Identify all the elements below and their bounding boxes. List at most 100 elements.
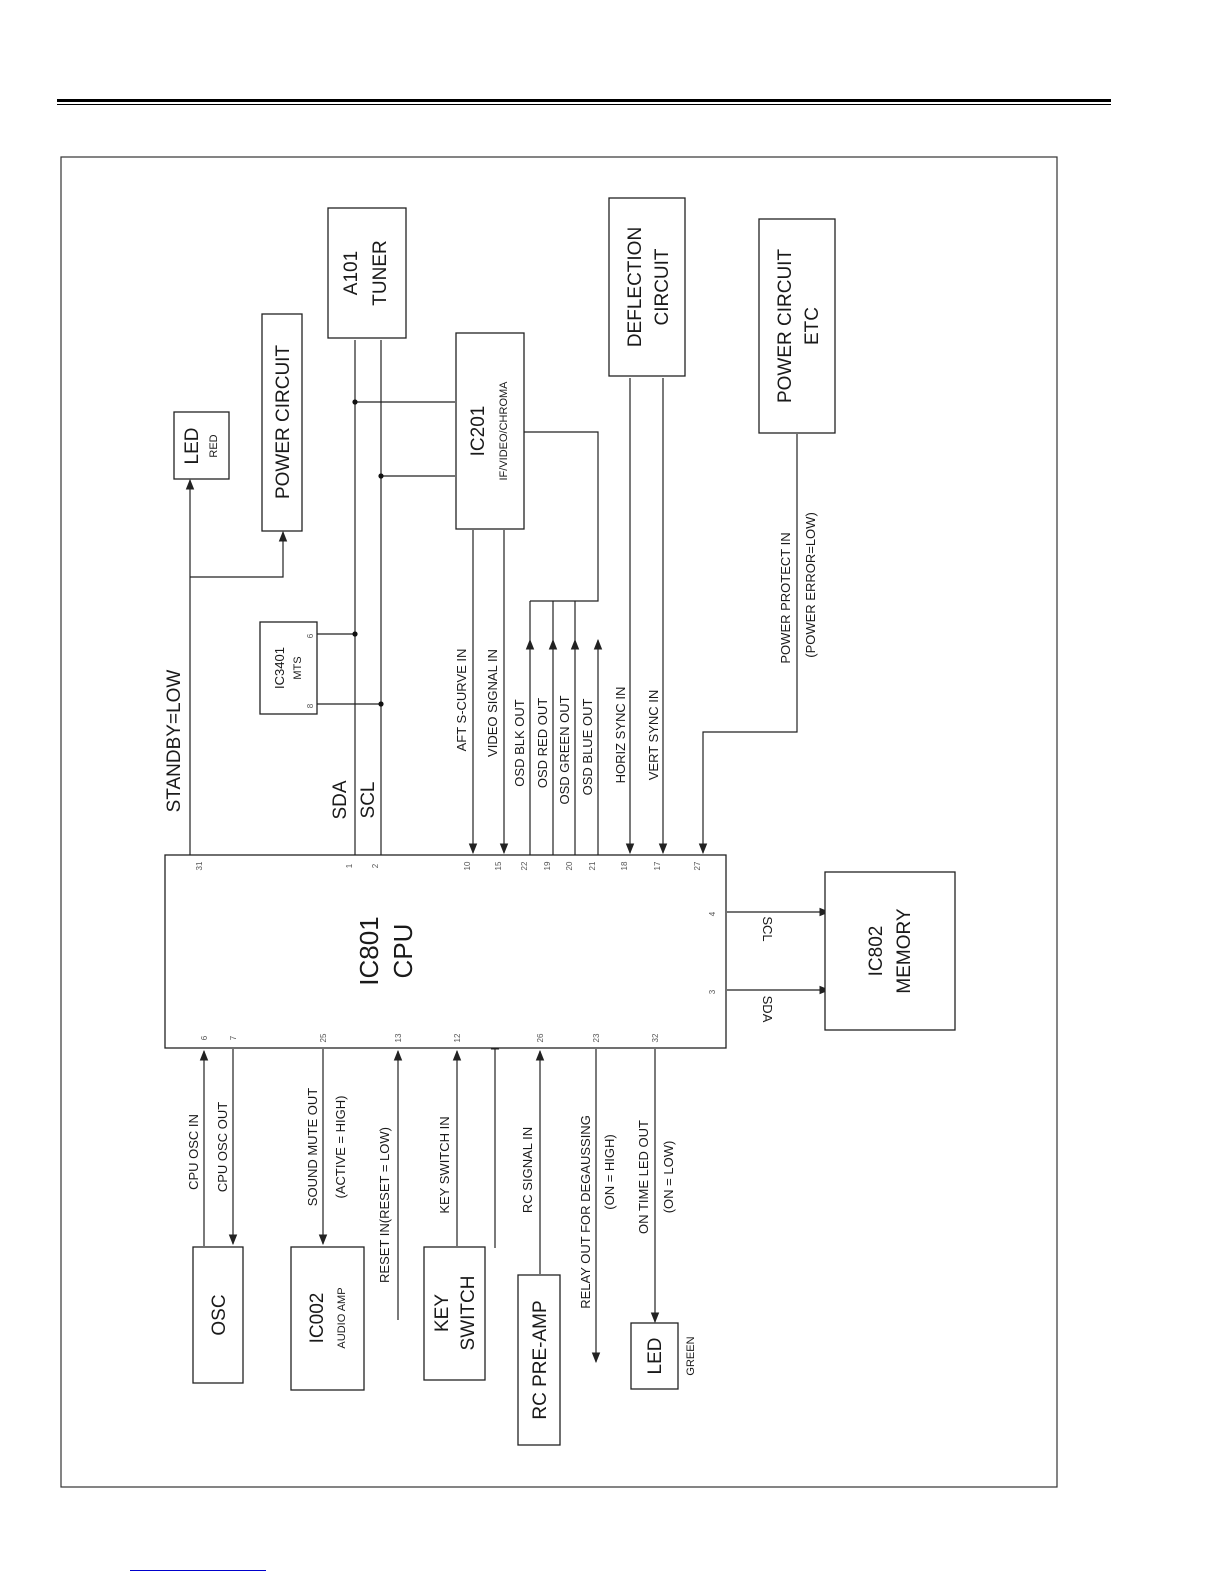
signal-osc-in: CPU OSC IN bbox=[186, 1114, 201, 1190]
diagram-frame bbox=[60, 156, 1058, 1488]
mts-pin: 6 bbox=[306, 633, 315, 638]
signal-horiz: HORIZ SYNC IN bbox=[613, 687, 628, 784]
signal-osd-green: OSD GREEN OUT bbox=[557, 695, 572, 804]
ic002-box bbox=[290, 1246, 365, 1391]
pin-number: 10 bbox=[463, 861, 472, 870]
signal-osd-red: OSD RED OUT bbox=[535, 698, 550, 788]
signal-mute-active: (ACTIVE = HIGH) bbox=[333, 1096, 348, 1199]
osd-tie-wire bbox=[529, 601, 576, 640]
memory-box bbox=[824, 871, 956, 1031]
signal-osd-blue: OSD BLUE OUT bbox=[580, 699, 595, 796]
osd-bus-wire bbox=[524, 431, 599, 602]
memory-label: IC802 bbox=[866, 926, 887, 977]
ic002-label: IC002 bbox=[307, 1293, 328, 1344]
mts-pin: 8 bbox=[306, 703, 315, 708]
led-green-box bbox=[630, 1322, 679, 1390]
pin-number: 22 bbox=[520, 861, 529, 870]
memory-sublabel: MEMORY bbox=[894, 908, 915, 993]
pin-number: 23 bbox=[592, 1033, 601, 1042]
power-etc-label-2: ETC bbox=[802, 307, 823, 345]
pin-number: 17 bbox=[653, 861, 662, 870]
signal-afts: AFT S-CURVE IN bbox=[454, 649, 469, 752]
pin-number: 6 bbox=[200, 1035, 209, 1040]
power-etc-label: POWER CIRCUIT bbox=[775, 249, 796, 404]
signal-reset: RESET IN(RESET = LOW) bbox=[377, 1127, 392, 1283]
junction-dot bbox=[378, 701, 384, 707]
signal-power-error: (POWER ERROR=LOW) bbox=[803, 512, 818, 658]
header-rule-thin bbox=[57, 104, 1111, 105]
pin-number: 20 bbox=[565, 861, 574, 870]
ic201-sublabel: IF/VIDEO/CHROMA bbox=[498, 381, 510, 481]
mts-label: IC3401 bbox=[272, 647, 287, 689]
osc-box bbox=[192, 1246, 244, 1384]
pin-number: 15 bbox=[494, 861, 503, 870]
key-switch-label: KEY bbox=[432, 1294, 453, 1332]
pin-number: 2 bbox=[371, 863, 380, 868]
signal-relay-on: (ON = HIGH) bbox=[602, 1134, 617, 1209]
pin-number: 13 bbox=[394, 1033, 403, 1042]
pin-number: 1 bbox=[345, 863, 354, 868]
footer-link-underline bbox=[130, 1570, 266, 1571]
mts-box bbox=[259, 621, 318, 715]
pin-number: 3 bbox=[708, 989, 717, 994]
key-switch-box bbox=[423, 1246, 486, 1381]
led-green-sublabel: GREEN bbox=[685, 1336, 697, 1375]
signal-rc-in: RC SIGNAL IN bbox=[520, 1127, 535, 1213]
deflection-label-2: CIRCUIT bbox=[652, 248, 673, 325]
power-circuit-label: POWER CIRCUIT bbox=[273, 345, 294, 500]
pin-number: 12 bbox=[453, 1033, 462, 1042]
pin-number: 26 bbox=[536, 1033, 545, 1042]
ic002-sublabel: AUDIO AMP bbox=[336, 1287, 348, 1348]
pin-number: 25 bbox=[319, 1033, 328, 1042]
led-red-box bbox=[173, 411, 230, 480]
led-red-sublabel: RED bbox=[208, 434, 220, 457]
signal-mem-sda: SDA bbox=[760, 996, 775, 1023]
pin-number: 7 bbox=[229, 1035, 238, 1040]
cpu-box bbox=[164, 854, 727, 1049]
pin-number: 18 bbox=[620, 861, 629, 870]
signal-osc-out: CPU OSC OUT bbox=[215, 1102, 230, 1192]
signal-ontime: ON TIME LED OUT bbox=[636, 1120, 651, 1234]
header-rule bbox=[57, 99, 1111, 102]
signal-ontime-on: (ON = LOW) bbox=[661, 1141, 676, 1214]
tuner-label: A101 bbox=[341, 251, 362, 295]
tuner-sublabel: TUNER bbox=[370, 240, 391, 305]
signal-relay: RELAY OUT FOR DEGAUSSING bbox=[578, 1115, 593, 1309]
rc-preamp-box bbox=[517, 1274, 561, 1446]
signal-mute: SOUND MUTE OUT bbox=[305, 1088, 320, 1207]
pin-number: 27 bbox=[693, 861, 702, 870]
power-etc-box bbox=[758, 218, 836, 434]
pin-number: 4 bbox=[708, 911, 717, 916]
tuner-box bbox=[327, 207, 407, 339]
osc-label: OSC bbox=[209, 1294, 230, 1335]
led-green-label: LED bbox=[645, 1338, 666, 1375]
signal-video: VIDEO SIGNAL IN bbox=[485, 649, 500, 757]
junction-dot bbox=[352, 631, 358, 637]
pin-number: 32 bbox=[651, 1033, 660, 1042]
power-circuit-box bbox=[261, 313, 303, 532]
rc-preamp-label: RC PRE-AMP bbox=[530, 1300, 551, 1419]
signal-mem-scl: SCL bbox=[760, 916, 775, 941]
mts-sublabel: MTS bbox=[292, 656, 304, 679]
signal-key-in: KEY SWITCH IN bbox=[437, 1116, 452, 1213]
protect-wire bbox=[698, 434, 798, 855]
cpu-label: IC801 bbox=[354, 916, 384, 985]
pin-number: 19 bbox=[543, 861, 552, 870]
signal-standby: STANDBY=LOW bbox=[164, 670, 185, 813]
ic201-label: IC201 bbox=[468, 406, 489, 457]
signal-vert: VERT SYNC IN bbox=[646, 690, 661, 781]
cpu-sublabel: CPU bbox=[388, 924, 418, 979]
signal-scl: SCL bbox=[358, 782, 379, 819]
standby-branch-wire bbox=[190, 530, 288, 578]
deflection-label: DEFLECTION bbox=[625, 227, 646, 347]
signal-osd-blk: OSD BLK OUT bbox=[512, 699, 527, 786]
pin-number: 21 bbox=[588, 861, 597, 870]
ic201-box bbox=[455, 332, 525, 530]
junction-dot bbox=[352, 399, 358, 405]
signal-power-protect: POWER PROTECT IN bbox=[778, 532, 793, 663]
key-switch-label-2: SWITCH bbox=[458, 1276, 479, 1351]
deflection-box bbox=[608, 197, 686, 377]
pin-number: 31 bbox=[195, 861, 204, 870]
led-red-label: LED bbox=[182, 428, 203, 465]
